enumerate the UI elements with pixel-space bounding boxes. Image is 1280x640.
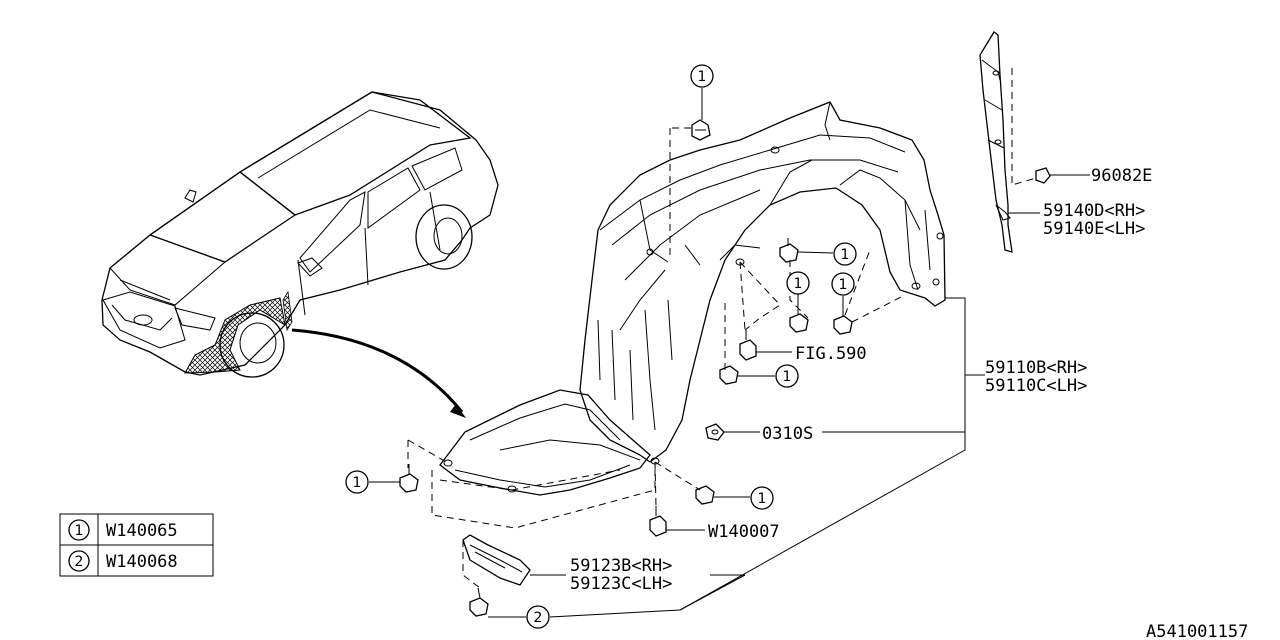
diagram-id: A541001157 — [1146, 622, 1248, 640]
label-59110c: 59110C<LH> — [985, 376, 1087, 396]
svg-text:1: 1 — [758, 491, 767, 507]
svg-text:1: 1 — [839, 277, 848, 293]
callout-2-bottom: 2 — [526, 605, 550, 629]
svg-text:2: 2 — [75, 554, 84, 570]
callout-1-left: 1 — [345, 470, 369, 494]
legend-row-2: 2 W140068 — [68, 550, 178, 572]
callout-1-top: 1 — [690, 64, 714, 88]
svg-text:W140065: W140065 — [106, 521, 178, 541]
svg-text:1: 1 — [794, 276, 803, 292]
svg-text:2: 2 — [534, 610, 543, 626]
svg-text:1: 1 — [841, 247, 850, 263]
label-59140e: 59140E<LH> — [1043, 219, 1145, 239]
svg-text:1: 1 — [698, 69, 707, 85]
fastener-clips — [399, 119, 853, 617]
car-illustration — [101, 91, 499, 418]
legend-table: 1 W140065 2 W140068 — [59, 513, 214, 577]
side-seal-part — [979, 31, 1051, 253]
label-w140007: W140007 — [708, 522, 780, 542]
label-0310s: 0310S — [762, 424, 813, 444]
label-59110b: 59110B<RH> — [985, 358, 1087, 378]
label-96082e: 96082E — [1091, 166, 1152, 186]
svg-text:1: 1 — [75, 523, 84, 539]
label-59140d: 59140D<RH> — [1043, 201, 1145, 221]
svg-text:W140068: W140068 — [106, 552, 178, 572]
assembly-lines — [407, 127, 906, 589]
callout-1-center: 1 — [775, 364, 799, 388]
svg-text:1: 1 — [353, 475, 362, 491]
callout-markers: 1 1 1 1 1 1 1 2 — [345, 64, 857, 629]
fender-liner-assembly — [439, 101, 946, 496]
callout-1-mid-left: 1 — [786, 271, 810, 295]
svg-text:1: 1 — [783, 369, 792, 385]
part-labels: 96082E 59140D<RH> 59140E<LH> FIG.590 591… — [570, 166, 1248, 640]
label-59123b: 59123B<RH> — [570, 556, 672, 576]
label-59123c: 59123C<LH> — [570, 574, 672, 594]
callout-1-mid-right: 1 — [831, 272, 855, 296]
callout-1-lower-right: 1 — [750, 486, 774, 510]
callout-1-upper-right: 1 — [833, 242, 857, 266]
leader-lines — [369, 88, 1090, 618]
label-fig590: FIG.590 — [795, 344, 867, 364]
legend-row-1: 1 W140065 — [68, 519, 178, 541]
